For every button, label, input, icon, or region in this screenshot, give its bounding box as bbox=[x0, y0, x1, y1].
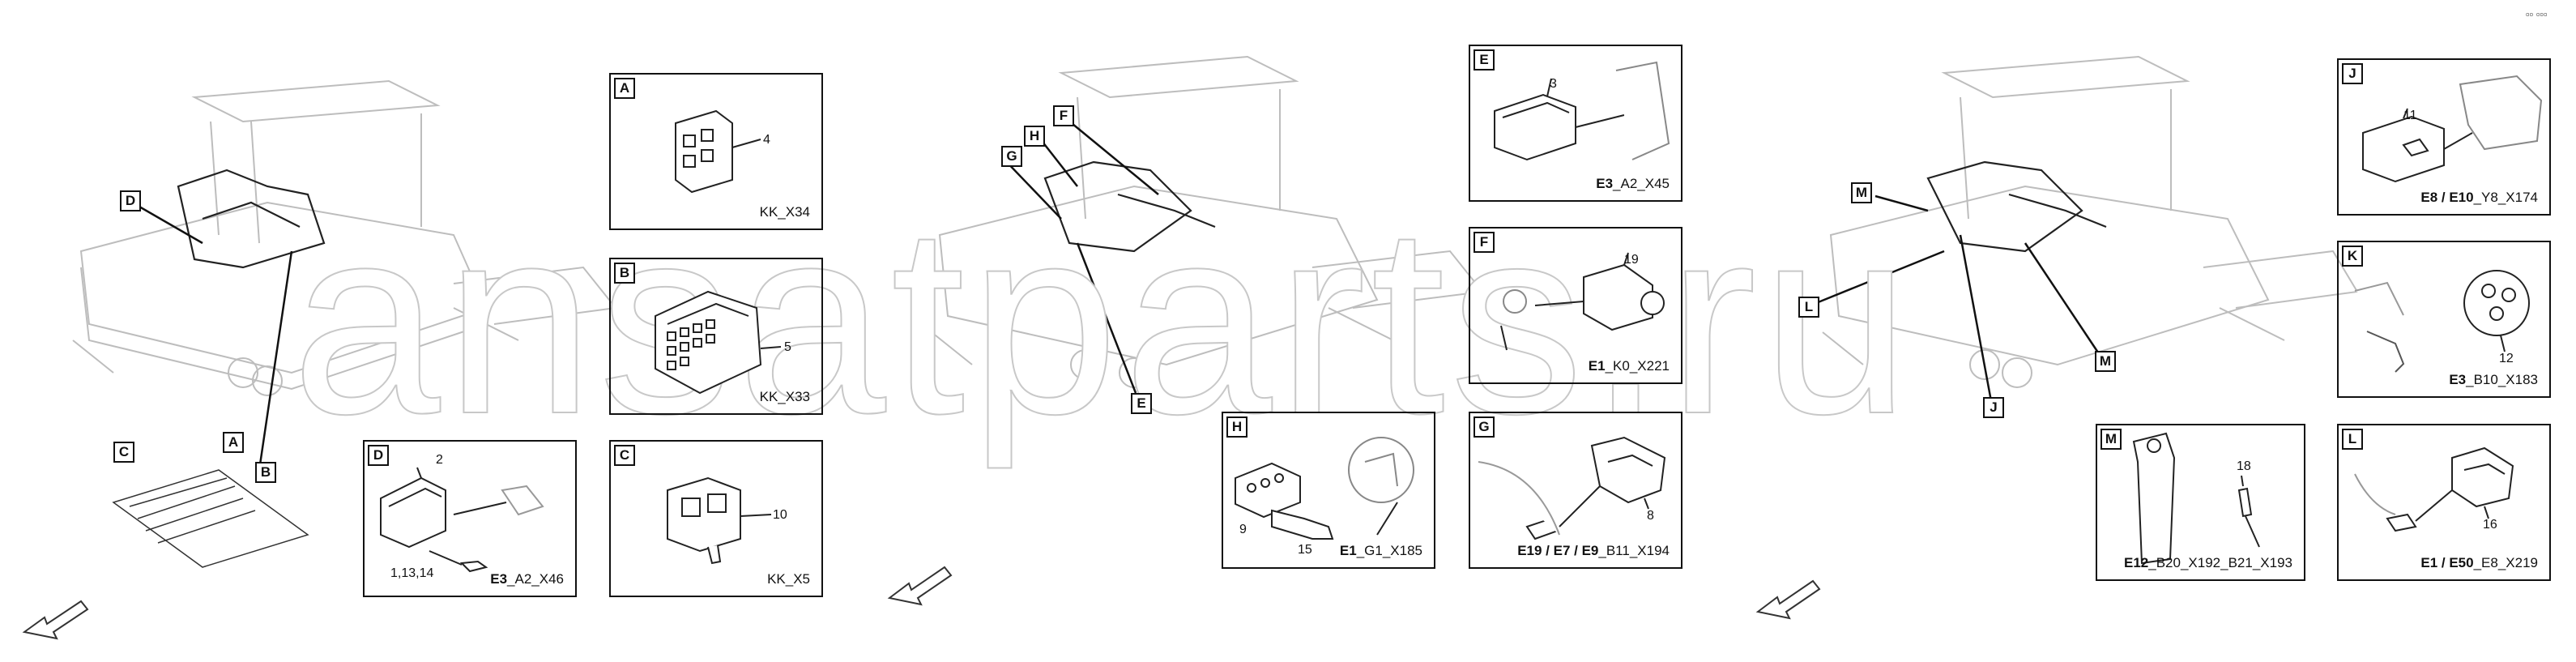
panel-J: J 11 E8 / E10_Y8_X174 bbox=[2337, 58, 2551, 216]
panel-F-letter: F bbox=[1474, 232, 1495, 253]
panel-E-caption: E3_A2_X45 bbox=[1596, 176, 1670, 192]
panel-F: F 19 E1_K0_X221 bbox=[1469, 227, 1683, 384]
part-number-18: 18 bbox=[2237, 459, 2251, 473]
connector-e1-k0-x221-drawing bbox=[1500, 252, 1665, 351]
paver-right-drawing bbox=[1822, 55, 2359, 388]
panel-K-letter: K bbox=[2342, 246, 2363, 267]
panel-A-letter: A bbox=[614, 78, 635, 99]
part-number-10: 10 bbox=[773, 508, 787, 522]
connector-e1-g1-x185-drawing bbox=[1235, 437, 1414, 540]
panel-G-letter: G bbox=[1474, 416, 1495, 438]
part-number-3: 3 bbox=[1550, 77, 1557, 91]
panel-F-caption-rest: _K0_X221 bbox=[1605, 358, 1670, 374]
panel-M-caption-rest: _B20_X192_B21_X193 bbox=[2148, 555, 2292, 570]
panel-C-caption: KK_X5 bbox=[767, 571, 810, 587]
part-number-12: 12 bbox=[2499, 352, 2514, 365]
callout-C[interactable]: C bbox=[113, 442, 134, 463]
part-number-19: 19 bbox=[1624, 253, 1639, 267]
callout-D[interactable]: D bbox=[120, 190, 141, 211]
panel-C-letter: C bbox=[614, 445, 635, 466]
panel-A-caption: KK_X34 bbox=[759, 204, 810, 220]
panel-D: D 2 1,13,14 E3_A2_X46 bbox=[363, 440, 577, 597]
callout-H[interactable]: H bbox=[1024, 126, 1045, 147]
part-number-11: 11 bbox=[2403, 109, 2417, 122]
part-number-16: 16 bbox=[2483, 518, 2497, 532]
part-number-5: 5 bbox=[784, 340, 791, 354]
callout-F[interactable]: F bbox=[1053, 105, 1074, 126]
panel-M-caption-bold: E12 bbox=[2124, 555, 2149, 570]
connector-kk-x33-drawing bbox=[655, 290, 782, 395]
connector-e3-a2-x45-drawing bbox=[1494, 61, 1670, 161]
panel-D-caption-bold: E3 bbox=[490, 571, 508, 587]
panel-K: K 12 E3_B10_X183 bbox=[2337, 241, 2551, 398]
panel-M: M 18 E12_B20_X192_B21_X193 bbox=[2096, 424, 2305, 581]
direction-arrows bbox=[22, 566, 1821, 640]
panel-H-caption-bold: E1 bbox=[1339, 543, 1357, 558]
panel-M-caption: E12_B20_X192_B21_X193 bbox=[2124, 555, 2292, 571]
part-number-2: 2 bbox=[436, 453, 443, 467]
panel-L-caption: E1 / E50_E8_X219 bbox=[2420, 555, 2538, 571]
panel-G: G 8 E19 / E7 / E9_B11_X194 bbox=[1469, 412, 1683, 569]
panel-C: C 10 KK_X5 bbox=[609, 440, 823, 597]
part-number-9: 9 bbox=[1239, 523, 1247, 536]
connector-e8-x219-drawing bbox=[2354, 446, 2514, 532]
panel-L-letter: L bbox=[2342, 429, 2363, 450]
connector-e3-a2-x46-drawing bbox=[380, 467, 544, 573]
part-number-4: 4 bbox=[763, 133, 770, 147]
part-number-1-13-14: 1,13,14 bbox=[390, 566, 434, 580]
panel-K-caption-bold: E3 bbox=[2449, 372, 2467, 387]
panel-J-letter: J bbox=[2342, 63, 2363, 84]
panel-J-caption: E8 / E10_Y8_X174 bbox=[2420, 190, 2538, 206]
panel-H: H 9 15 E1_G1_X185 bbox=[1222, 412, 1435, 569]
panel-F-caption-bold: E1 bbox=[1588, 358, 1606, 374]
panel-M-letter: M bbox=[2100, 429, 2122, 450]
panel-G-caption-bold: E19 / E7 / E9 bbox=[1517, 543, 1599, 558]
callout-A[interactable]: A bbox=[223, 432, 244, 453]
callout-B[interactable]: B bbox=[255, 462, 276, 483]
panel-J-caption-bold: E8 / E10 bbox=[2420, 190, 2474, 205]
panel-E-caption-rest: _A2_X45 bbox=[1613, 176, 1670, 191]
callout-L[interactable]: L bbox=[1798, 297, 1819, 318]
connector-kk-x34-drawing bbox=[675, 109, 761, 194]
callout-G[interactable]: G bbox=[1001, 146, 1022, 167]
callout-E[interactable]: E bbox=[1131, 393, 1152, 414]
panel-H-caption-rest: _G1_X185 bbox=[1356, 543, 1422, 558]
part-number-8: 8 bbox=[1647, 509, 1654, 523]
panel-E-caption-bold: E3 bbox=[1596, 176, 1614, 191]
callout-J[interactable]: J bbox=[1983, 397, 2004, 418]
panel-E: E 3 E3_A2_X45 bbox=[1469, 45, 1683, 202]
panel-G-caption: E19 / E7 / E9_B11_X194 bbox=[1517, 543, 1670, 559]
panel-B: B 5 KK_X33 bbox=[609, 258, 823, 415]
panel-A: A 4 KK_X34 bbox=[609, 73, 823, 230]
panel-L: L 16 E1 / E50_E8_X219 bbox=[2337, 424, 2551, 581]
panel-B-letter: B bbox=[614, 263, 635, 284]
callout-M-lower[interactable]: M bbox=[2095, 351, 2116, 372]
connector-b20-x192-b21-x193-drawing bbox=[2132, 432, 2260, 565]
panel-H-letter: H bbox=[1226, 416, 1247, 438]
connector-y8-x174-drawing bbox=[2362, 75, 2543, 183]
panel-J-caption-rest: _Y8_X174 bbox=[2473, 190, 2538, 205]
panel-K-caption-rest: _B10_X183 bbox=[2466, 372, 2538, 387]
part-number-15: 15 bbox=[1298, 543, 1312, 557]
panel-G-caption-rest: _B11_X194 bbox=[1598, 543, 1670, 558]
connector-b11-x194-drawing bbox=[1478, 436, 1666, 540]
panel-E-letter: E bbox=[1474, 49, 1495, 70]
circuit-board-drawing bbox=[112, 469, 309, 568]
panel-B-caption: KK_X33 bbox=[759, 389, 810, 404]
connector-kk-x5-drawing bbox=[667, 476, 772, 565]
panel-L-caption-rest: _E8_X219 bbox=[2473, 555, 2538, 570]
panel-K-caption: E3_B10_X183 bbox=[2449, 372, 2538, 388]
window-controls: ▫▫ ▫▫▫ bbox=[2526, 8, 2548, 20]
panel-H-caption: E1_G1_X185 bbox=[1340, 543, 1422, 559]
panel-F-caption: E1_K0_X221 bbox=[1589, 358, 1670, 374]
connector-b10-x183-drawing bbox=[2354, 270, 2530, 373]
panel-L-caption-bold: E1 / E50 bbox=[2420, 555, 2474, 570]
callout-M[interactable]: M bbox=[1851, 182, 1872, 203]
panel-D-letter: D bbox=[368, 445, 389, 466]
panel-D-caption: E3_A2_X46 bbox=[490, 571, 564, 587]
panel-D-caption-rest: _A2_X46 bbox=[507, 571, 564, 587]
